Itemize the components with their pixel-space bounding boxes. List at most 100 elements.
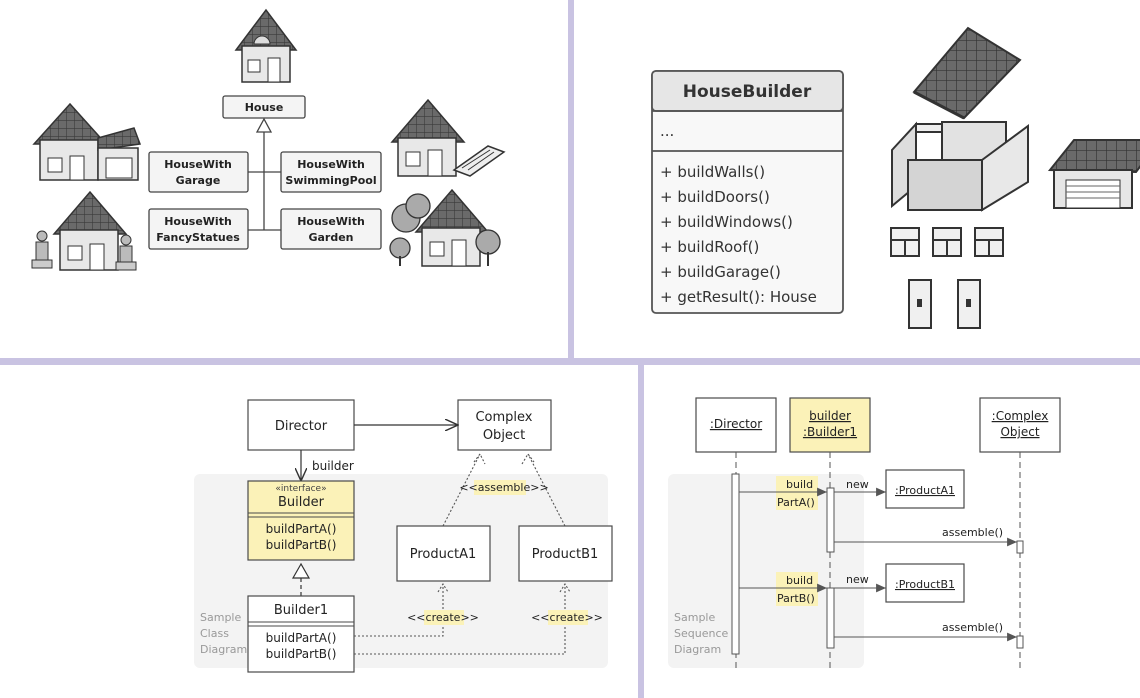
builder-label: Builder — [278, 495, 325, 510]
diagram-caption: Diagram — [200, 643, 247, 656]
builder1-method: buildPartA() — [266, 631, 337, 645]
subclass-label: HouseWith — [164, 158, 232, 171]
subclass-label: FancyStatues — [156, 231, 240, 244]
inheritance-arrowhead — [255, 117, 273, 133]
panel-house-subclasses: House HouseWith Garage HouseWith Swimmin… — [0, 0, 568, 358]
method: + buildGarage() — [660, 263, 781, 281]
panel-house-builder: HouseBuilder ... + buildWalls() + buildD… — [576, 0, 1140, 358]
diagram-background — [668, 474, 864, 668]
method: + buildWindows() — [660, 213, 793, 231]
assemble-stereotype: <<assemble>> — [459, 481, 548, 494]
panel-class-diagram: Sample Class Diagram Director Complex Ob… — [0, 366, 638, 698]
builder-activation — [826, 587, 835, 649]
new-message-label: new — [846, 573, 869, 586]
builder-interface-box — [247, 480, 355, 561]
builder-activation — [826, 487, 835, 553]
assemble-message-label: assemble() — [942, 526, 1003, 539]
new-message-label: new — [846, 478, 869, 491]
house-builder-diagram: HouseBuilder ... + buildWalls() + buildD… — [651, 26, 1140, 329]
builder1-method: buildPartB() — [266, 647, 337, 661]
house-class-label: House — [245, 101, 284, 114]
product-a1-head — [885, 469, 965, 509]
product-a1-label: ProductA1 — [410, 547, 477, 562]
assemble-highlight — [474, 480, 526, 495]
build-message-label: build — [786, 478, 813, 491]
builder-method: buildPartA() — [266, 522, 337, 536]
complex-activation — [1016, 635, 1024, 649]
class-fields: ... — [660, 122, 674, 140]
house-with-garden-icon — [389, 188, 501, 267]
class-name: HouseBuilder — [683, 82, 812, 102]
windows-icon — [890, 227, 1004, 257]
product-b1-label: :ProductB1 — [895, 578, 955, 591]
doors-icon — [908, 279, 981, 329]
builder-method: buildPartB() — [266, 538, 337, 552]
subclass-box: HouseWith SwimmingPool — [280, 151, 382, 193]
complex-lifeline-label: Object — [1000, 425, 1039, 439]
inheritance-lines — [248, 132, 281, 231]
house-with-pool-icon — [390, 98, 506, 177]
walls-icon — [891, 121, 1029, 212]
builder-role-label: builder — [312, 459, 354, 473]
diagram-caption: Diagram — [674, 643, 721, 656]
builder-lifeline-label: :Builder1 — [803, 425, 857, 439]
director-box — [247, 399, 355, 451]
assemble-message-label: assemble() — [942, 621, 1003, 634]
house-hierarchy-diagram: House HouseWith Garage HouseWith Swimmin… — [31, 8, 506, 271]
create-highlight — [548, 610, 588, 625]
method: + buildWalls() — [660, 163, 765, 181]
interface-stereotype: «interface» — [275, 484, 326, 494]
diagram-caption: Sample — [200, 611, 241, 624]
sequence-diagram: Sample Sequence Diagram :Director builde… — [668, 397, 1061, 670]
panel-sequence-diagram: Sample Sequence Diagram :Director builde… — [646, 366, 1140, 698]
create-stereotype: <<create>> — [531, 611, 603, 624]
create-highlight — [424, 610, 464, 625]
build-message-label: PartA() — [777, 496, 815, 509]
director-label: Director — [275, 419, 328, 434]
garage-icon — [1047, 139, 1140, 209]
product-a1-label: :ProductA1 — [895, 484, 955, 497]
method: + buildRoof() — [660, 238, 759, 256]
realization-arrowhead — [291, 562, 311, 579]
complex-object-box — [457, 399, 552, 451]
subclass-label: Garden — [308, 231, 353, 244]
builder-lifeline-head — [789, 397, 871, 453]
subclass-label: HouseWith — [297, 158, 365, 171]
complex-object-label: Complex — [475, 410, 532, 425]
house-builder-class: HouseBuilder ... + buildWalls() + buildD… — [651, 70, 844, 314]
subclass-label: HouseWith — [164, 215, 232, 228]
build-highlight — [776, 476, 818, 510]
diagram-caption: Sample — [674, 611, 715, 624]
director-lifeline-head — [695, 397, 777, 453]
subclass-box: HouseWith Garage — [148, 151, 249, 193]
director-activation — [731, 473, 740, 655]
build-highlight — [776, 572, 818, 606]
method: + getResult(): House — [660, 288, 817, 306]
build-message-label: PartB() — [777, 592, 815, 605]
complex-lifeline-head — [979, 397, 1061, 453]
house-icon — [234, 8, 298, 83]
product-b1-box — [518, 525, 613, 582]
subclass-label: HouseWith — [297, 215, 365, 228]
complex-lifeline-label: :Complex — [992, 409, 1049, 423]
method: + buildDoors() — [660, 188, 770, 206]
class-diagram: Sample Class Diagram Director Complex Ob… — [194, 399, 613, 673]
house-with-statues-icon — [31, 190, 137, 271]
subclass-label: SwimmingPool — [285, 174, 376, 187]
create-dependencies — [354, 582, 571, 655]
roof-icon — [912, 26, 1022, 120]
vertical-divider-top — [568, 0, 574, 362]
builder-lifeline-label: builder — [809, 409, 851, 423]
complex-activation — [1016, 540, 1024, 554]
vertical-divider-bottom — [638, 362, 644, 698]
subclass-box: HouseWith FancyStatues — [148, 208, 249, 250]
builder1-box — [247, 595, 355, 673]
create-stereotype: <<create>> — [407, 611, 479, 624]
director-lifeline-label: :Director — [710, 417, 762, 431]
house-with-garage-icon — [32, 102, 142, 181]
diagram-caption: Sequence — [674, 627, 728, 640]
builder1-label: Builder1 — [274, 603, 328, 618]
diagram-caption: Class — [200, 627, 229, 640]
build-message-label: build — [786, 574, 813, 587]
product-b1-label: ProductB1 — [532, 547, 599, 562]
